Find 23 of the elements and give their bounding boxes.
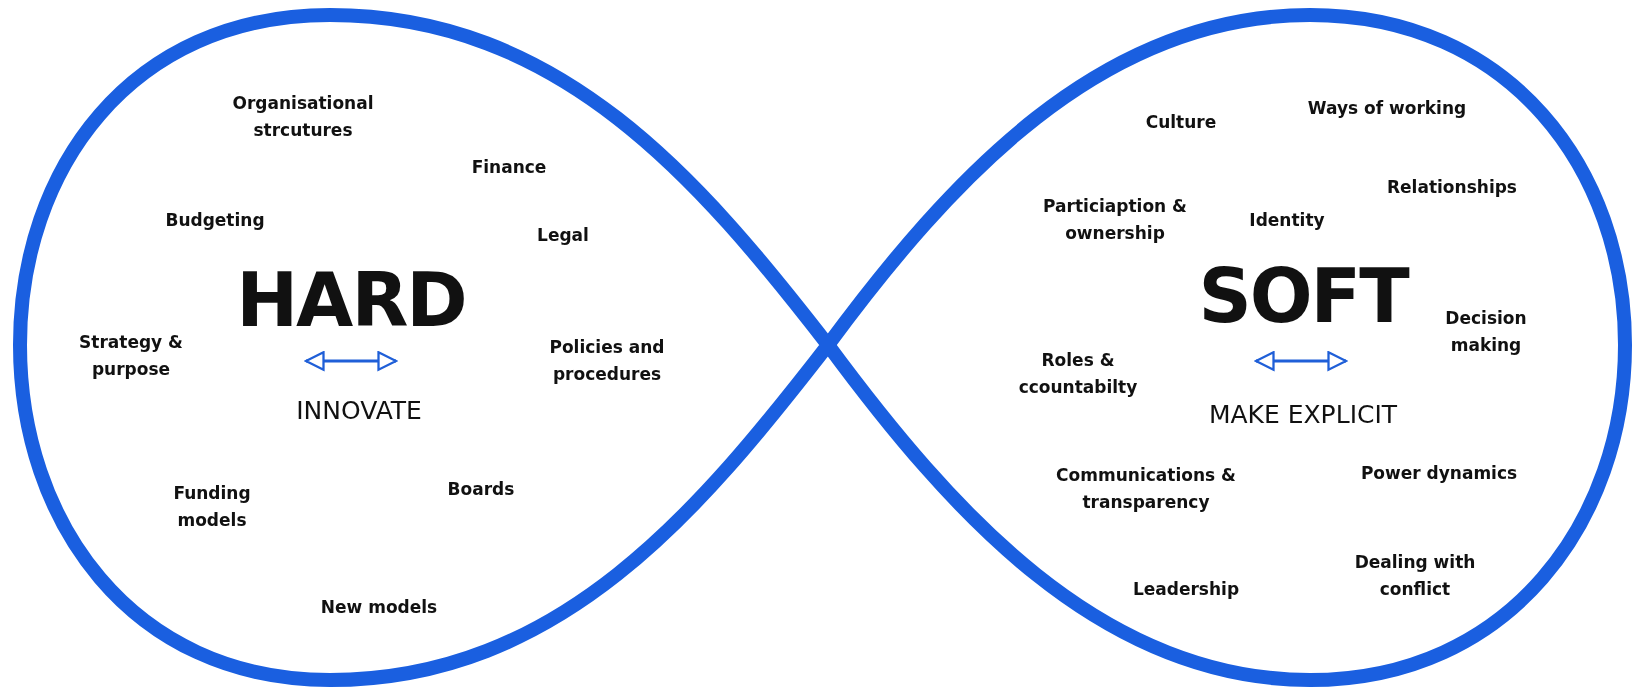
label-text: Dealing with conflict (1353, 551, 1477, 601)
label-text: Legal (536, 223, 590, 247)
label-text: New models (319, 595, 439, 619)
heading: HARD (235, 260, 467, 340)
label-text: Leadership (1131, 577, 1241, 601)
label-text: Particiaption & ownership (1042, 195, 1188, 245)
label-text: Strategy & purpose (78, 331, 184, 381)
label-text: Relationships (1386, 175, 1518, 199)
label-text: Budgeting (164, 208, 266, 232)
label-text: Roles & ccountabilty (1017, 349, 1139, 399)
label-text: Policies and procedures (548, 336, 666, 386)
label-text: Boards (446, 477, 516, 501)
label-text: Communications & transparency (1055, 464, 1237, 514)
subheading: MAKE EXPLICIT (1207, 400, 1399, 430)
label-text: Ways of working (1306, 96, 1468, 120)
label-text: Culture (1144, 110, 1218, 134)
label-text: Identity (1248, 208, 1326, 232)
label-text: Decision making (1444, 307, 1528, 357)
label-text: Finance (470, 155, 548, 179)
label-text: Organisational strcutures (231, 92, 375, 142)
label-text: Funding models (172, 482, 252, 532)
label-text: Power dynamics (1359, 461, 1519, 485)
subheading: INNOVATE (295, 396, 423, 426)
